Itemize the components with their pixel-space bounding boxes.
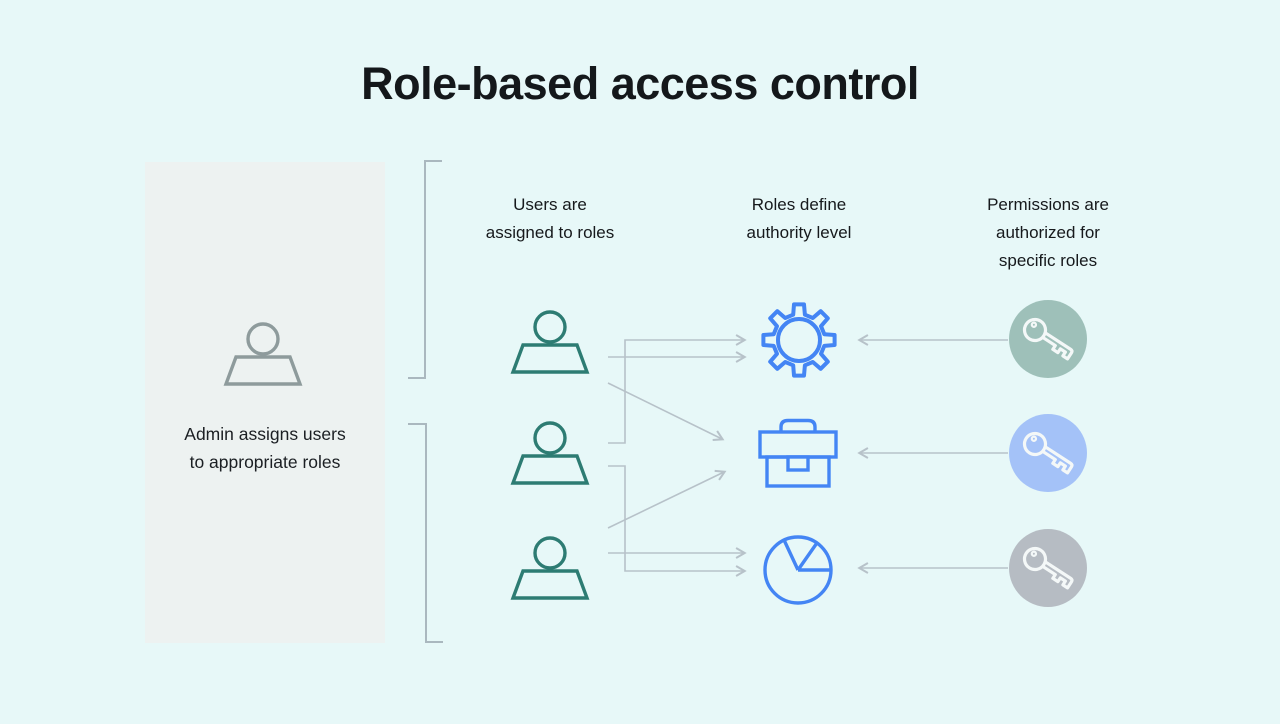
pie-chart-icon	[763, 535, 833, 605]
bracket-bottom	[408, 423, 443, 643]
briefcase-icon	[758, 418, 838, 488]
arrow-user3-briefcase	[607, 469, 727, 529]
arrow-user2-gear	[608, 334, 747, 444]
key-badge-3	[1009, 529, 1087, 607]
heading-permissions: Permissions are authorized for specific …	[987, 195, 1109, 270]
user-3-person-icon	[510, 534, 590, 604]
arrow-user1-briefcase	[607, 382, 725, 442]
gear-icon	[761, 302, 837, 378]
arrow-user2-pie	[608, 465, 747, 577]
admin-panel	[145, 162, 385, 643]
key-badge-1	[1009, 300, 1087, 378]
heading-roles: Roles define authority level	[746, 195, 852, 242]
admin-panel-label: Admin assigns users to appropriate roles	[184, 424, 346, 472]
admin-person-icon	[223, 320, 303, 390]
page-title: Role-based access control	[361, 58, 919, 109]
user-1-person-icon	[510, 308, 590, 378]
user-2-person-icon	[510, 419, 590, 489]
heading-users: Users are assigned to roles	[485, 195, 615, 242]
bracket-top	[408, 160, 442, 379]
key-badge-2	[1009, 414, 1087, 492]
